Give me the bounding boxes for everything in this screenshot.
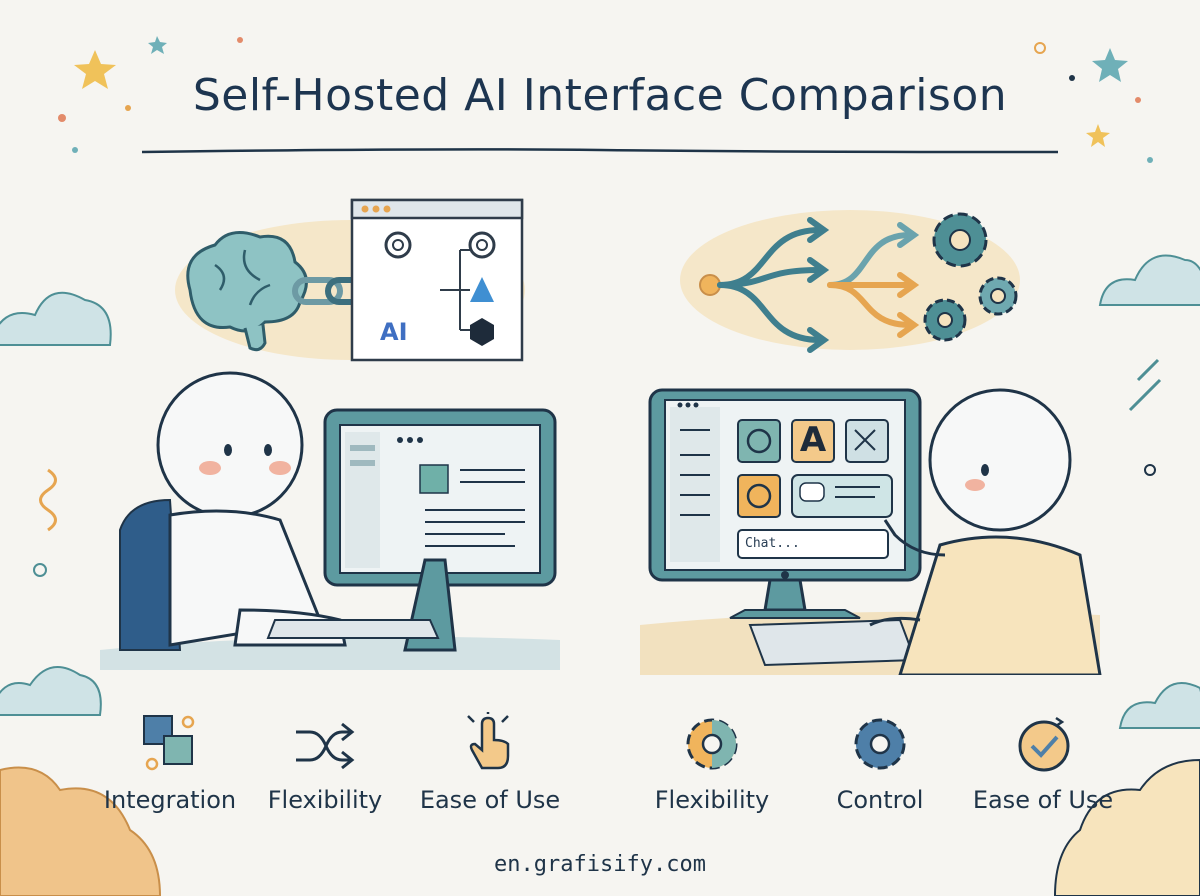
star-icon [74,50,116,89]
monitor-right [648,388,922,667]
ai-label: AI [380,318,408,346]
left-user-scene [100,371,560,670]
gear-icon [923,298,967,342]
openai-logo-icon [384,231,412,259]
cloud-icon [1118,682,1200,729]
right-user-scene [640,388,1102,675]
browser-window [350,198,524,362]
gear-half-icon [686,718,738,770]
puzzle-icon [143,715,195,771]
feature-label-control: Control [836,786,924,814]
feature-label-flexibility-left: Flexibility [267,786,383,814]
footer-url: en.grafisify.com [494,852,706,877]
person-right [869,388,1102,675]
title-underline [141,148,1059,154]
azure-logo-icon [470,277,494,302]
star-icon [148,36,167,54]
cloud-icon [0,291,112,346]
right-flexibility-diagram [680,210,1020,353]
feature-label-flexibility-right: Flexibility [654,786,770,814]
hexagon-logo-icon [470,318,494,346]
feature-label-integration: Integration [103,786,237,814]
left-integration-diagram [175,198,525,362]
check-circle-icon [1018,716,1070,772]
tile-letter-a: A [799,420,827,460]
branching-arrows-icon [699,217,920,353]
feature-label-ease-of-use-left: Ease of Use [419,786,561,814]
cloud-icon [1053,758,1200,896]
star-icon [1086,124,1110,147]
page-title: Self-Hosted AI Interface Comparison [192,70,1008,121]
shuffle-icon [296,722,355,770]
star-icon [1092,48,1128,82]
pointer-hand-icon [467,712,510,770]
cloud-icon [1098,254,1200,306]
gear-icon [932,212,988,268]
openai-logo-icon [468,231,496,259]
monitor-left [266,408,557,652]
person-left [156,371,347,647]
gear-icon [978,276,1018,316]
chat-input-placeholder: Chat... [745,536,800,551]
gear-icon [854,718,906,770]
cloud-icon [0,666,102,716]
feature-label-ease-of-use-right: Ease of Use [972,786,1114,814]
cloud-icon [0,766,162,896]
